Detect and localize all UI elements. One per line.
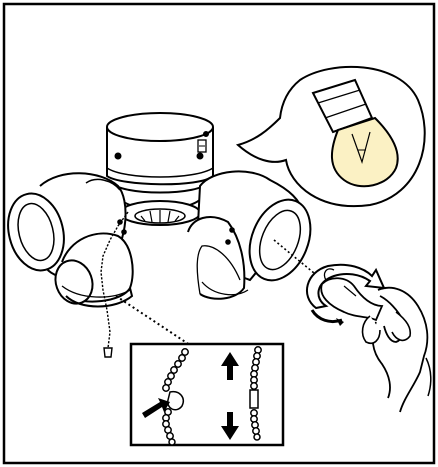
chain-pull-bead: [104, 348, 112, 357]
chain-detail: [131, 344, 283, 445]
